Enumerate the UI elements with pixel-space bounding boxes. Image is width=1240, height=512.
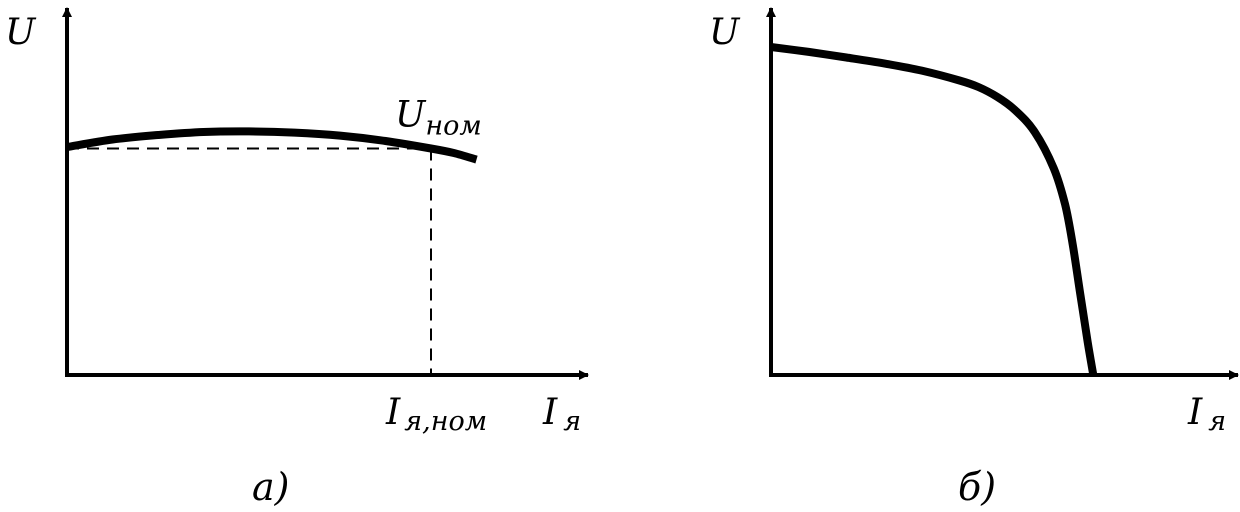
series-lines <box>770 43 1098 376</box>
x-axis-label-main: I <box>542 392 558 433</box>
series-line-0 <box>770 43 1098 376</box>
y-axis-label: U <box>709 12 741 53</box>
x-tick-label-sub: я,ном <box>404 406 487 437</box>
panel-caption-b: б) <box>958 465 996 509</box>
nominal-voltage-label-main: U <box>395 95 427 136</box>
panel-caption-a: а) <box>252 465 289 509</box>
x-axis-label-main: I <box>1187 392 1203 433</box>
y-axis-label: U <box>5 12 37 53</box>
x-tick-label-main: I <box>385 392 401 433</box>
x-axis-label-sub: я <box>563 406 581 437</box>
nominal-voltage-label-sub: ном <box>425 111 481 142</box>
series-line-0 <box>66 127 478 164</box>
x-axis-label-sub: я <box>1208 406 1226 437</box>
series-lines <box>66 127 478 164</box>
nominal-voltage-label: Uном <box>395 95 482 142</box>
guide-lines <box>67 147 432 375</box>
